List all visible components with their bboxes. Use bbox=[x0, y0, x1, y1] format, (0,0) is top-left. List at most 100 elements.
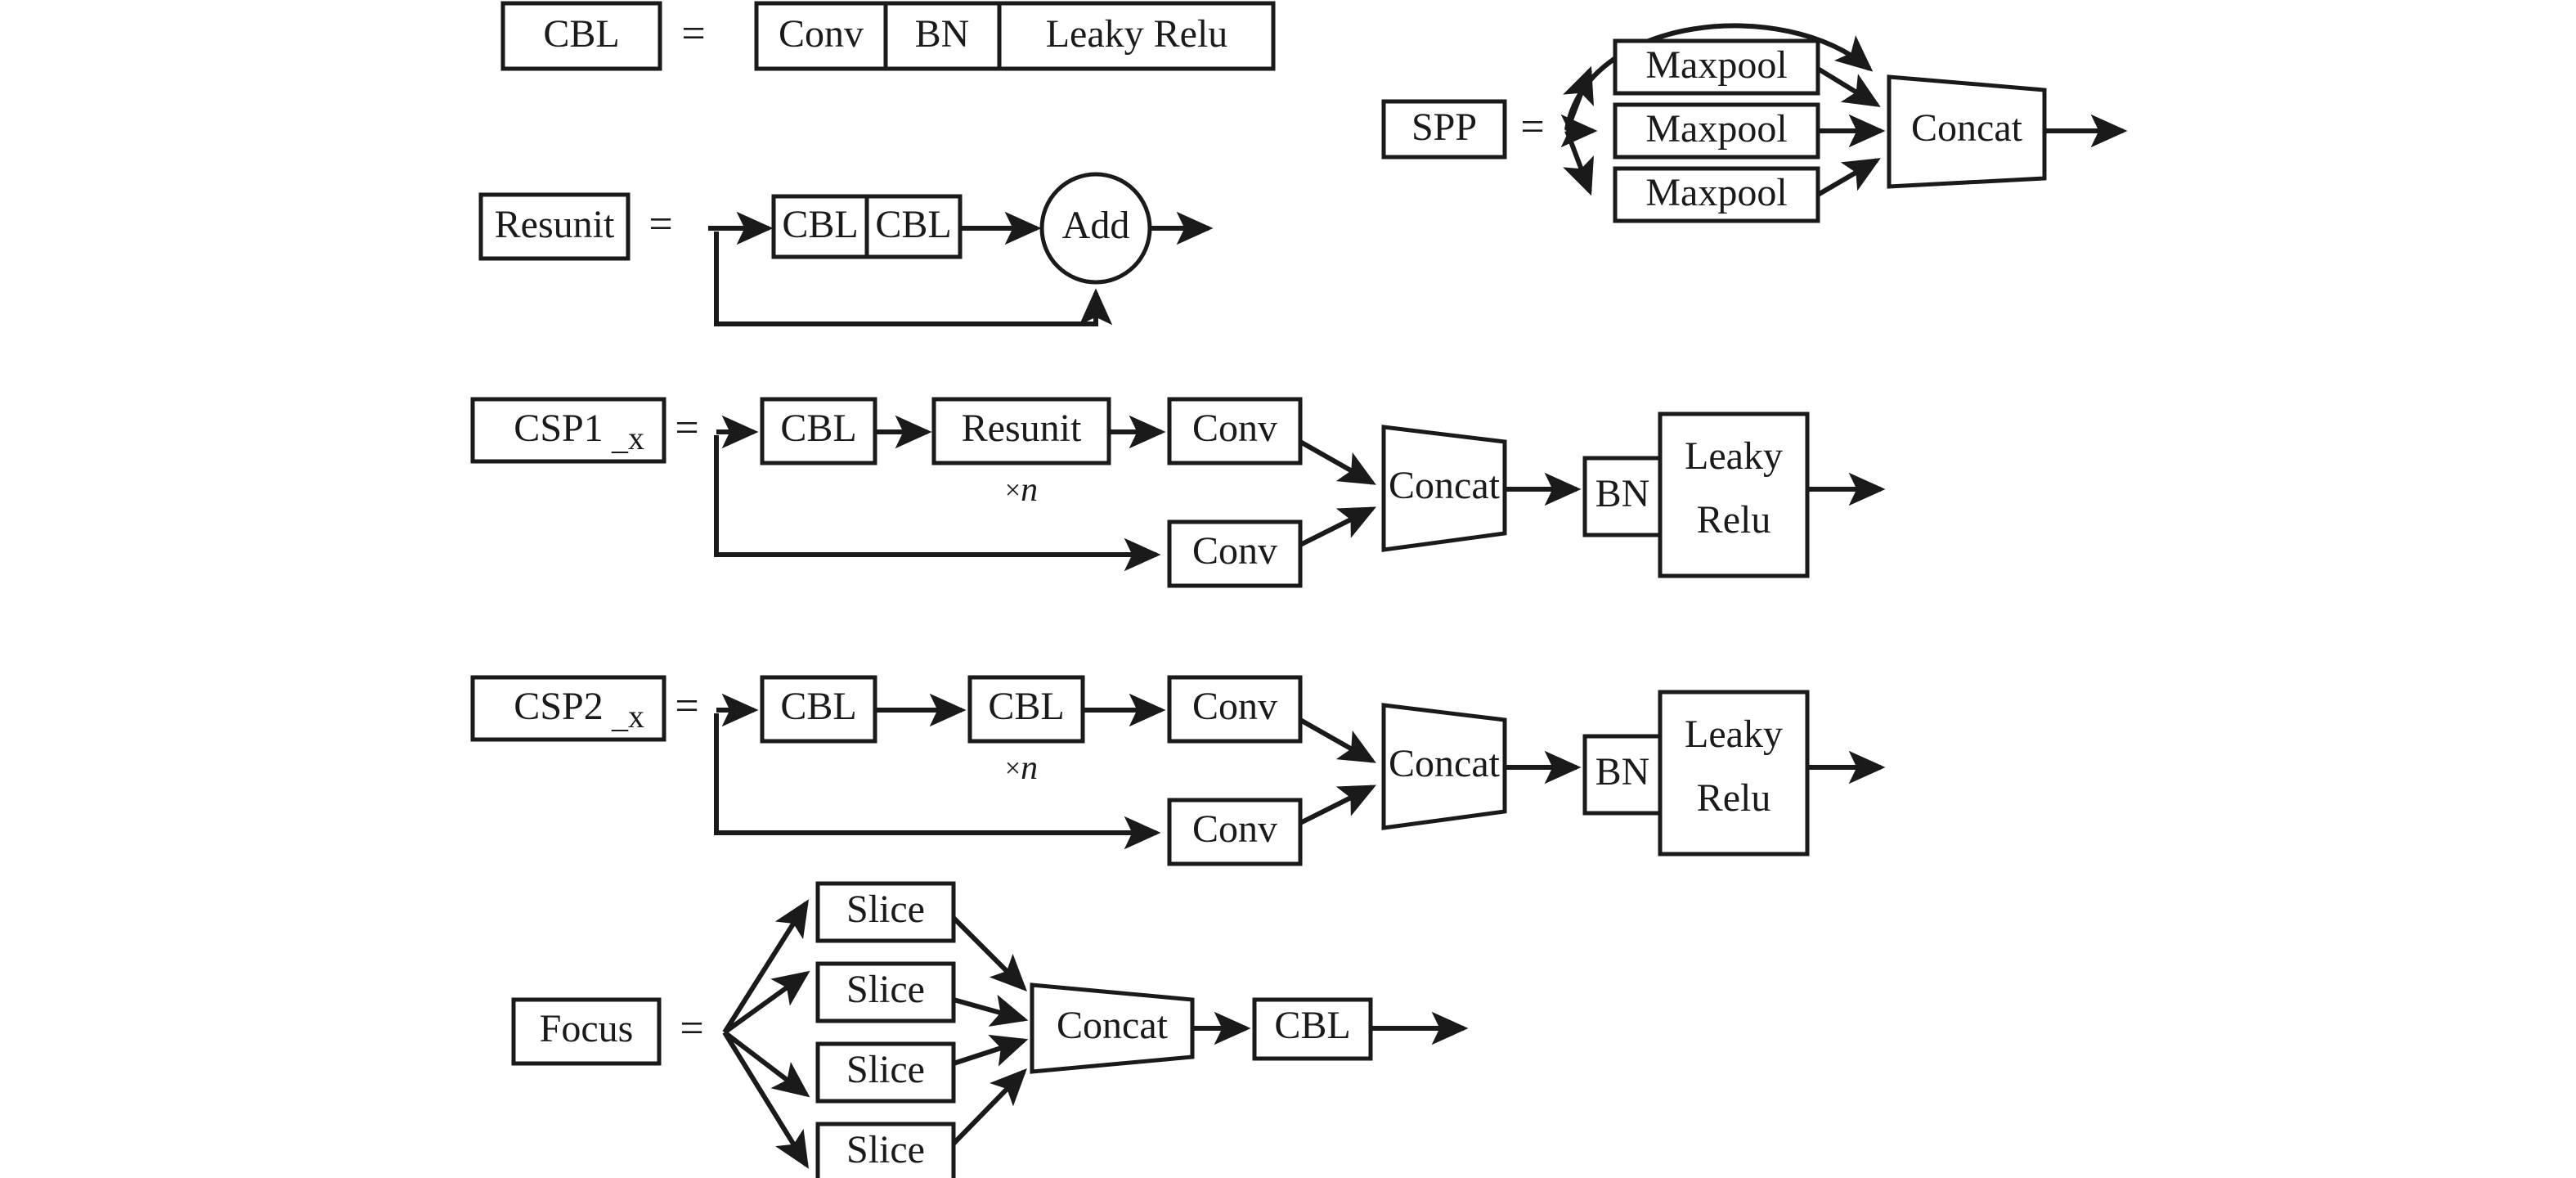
node-focus-slice-3-label: Slice bbox=[846, 1048, 925, 1091]
edge-focus-slice-2-to-concat bbox=[953, 994, 1029, 1027]
node-csp1-resunit[interactable] bbox=[931, 397, 1111, 465]
node-csp2-conv-bottom[interactable] bbox=[1167, 798, 1303, 866]
node-focus-definition-label: Focus bbox=[540, 1007, 634, 1050]
equals-sign-spp: = bbox=[1520, 104, 1544, 151]
node-focus-cbl-label: CBL bbox=[1274, 1004, 1350, 1047]
node-csp2-repeat-symbol: × bbox=[1005, 753, 1021, 784]
node-focus-concat[interactable] bbox=[1030, 982, 1195, 1074]
node-csp1-conv-top[interactable] bbox=[1167, 397, 1303, 465]
node-focus-slice-3[interactable] bbox=[815, 1041, 956, 1104]
node-spp-maxpool-3[interactable] bbox=[1613, 166, 1820, 223]
edge-focus-slice-4-to-concat bbox=[951, 1068, 1027, 1146]
equals-sign-focus: = bbox=[680, 1005, 703, 1052]
node-csp2-leaky-relu-label-line1: Leaky bbox=[1685, 713, 1783, 756]
node-csp1-conv-bottom[interactable] bbox=[1167, 519, 1303, 588]
node-csp1-bn-label: BN bbox=[1595, 472, 1650, 515]
node-csp2-repeat-label: ×n bbox=[1005, 749, 1038, 787]
edge-focus-slice-3-to-concat bbox=[953, 1034, 1029, 1067]
node-focus-slice-1-label: Slice bbox=[846, 888, 925, 931]
node-csp1-conv-bottom-label: Conv bbox=[1192, 529, 1277, 573]
row-csp2: CSP2 _x = CBL CBL ×n Conv Conv Concat BN… bbox=[470, 675, 1886, 866]
node-focus-slice-1[interactable] bbox=[815, 881, 956, 943]
node-csp2-leaky-relu[interactable] bbox=[1658, 690, 1810, 857]
edge-maxpool-1-to-concat bbox=[1816, 66, 1881, 107]
node-focus-slice-2-label: Slice bbox=[846, 968, 925, 1011]
node-spp-definition[interactable] bbox=[1381, 99, 1507, 160]
node-csp2-definition[interactable] bbox=[470, 675, 666, 742]
node-csp1-leaky-relu-label-line2: Relu bbox=[1697, 498, 1771, 542]
node-csp1-definition-subscript: _x bbox=[611, 420, 644, 456]
node-spp-maxpool-1[interactable] bbox=[1613, 38, 1820, 96]
node-conv-label: Conv bbox=[779, 12, 864, 56]
node-resunit-definition-label: Resunit bbox=[495, 203, 615, 246]
node-csp2-conv-bottom-label: Conv bbox=[1192, 807, 1277, 851]
node-csp1-leaky-relu-label-line1: Leaky bbox=[1685, 434, 1783, 478]
node-csp2-conv-top-label: Conv bbox=[1192, 685, 1277, 728]
node-cbl-definition[interactable] bbox=[500, 1, 662, 71]
node-csp2-definition-subscript: _x bbox=[611, 698, 644, 735]
node-csp1-concat-label: Concat bbox=[1389, 464, 1501, 507]
node-spp-maxpool-2-label: Maxpool bbox=[1645, 107, 1787, 151]
node-csp2-conv-top[interactable] bbox=[1167, 675, 1303, 744]
edge-csp1-bypass bbox=[714, 435, 1161, 572]
node-spp-concat[interactable] bbox=[1887, 74, 2047, 189]
node-leaky-relu-label: Leaky Relu bbox=[1046, 12, 1228, 56]
node-bn-label: BN bbox=[915, 12, 970, 56]
node-spp-maxpool-3-label: Maxpool bbox=[1645, 171, 1787, 214]
node-csp2-concat-label: Concat bbox=[1389, 742, 1501, 785]
node-csp1-bn[interactable] bbox=[1582, 456, 1663, 537]
edge-csp2-conv-bottom-to-concat bbox=[1299, 785, 1377, 825]
equals-sign-csp1: = bbox=[675, 405, 698, 452]
equals-sign-csp2: = bbox=[675, 683, 698, 730]
node-resunit-definition[interactable] bbox=[478, 192, 631, 261]
node-csp1-leaky-relu[interactable] bbox=[1658, 411, 1810, 578]
row-resunit: Resunit = CBL CBL Add bbox=[478, 172, 1214, 326]
equals-sign-resunit: = bbox=[648, 201, 672, 248]
node-csp1-cbl-label: CBL bbox=[780, 407, 856, 450]
node-resunit-cbl-2-label: CBL bbox=[875, 203, 951, 246]
node-focus-cbl[interactable] bbox=[1252, 997, 1373, 1061]
edge-maxpool-3-to-concat bbox=[1816, 158, 1881, 197]
edge-csp1-conv-top-to-concat bbox=[1299, 439, 1376, 485]
edge-focus-split-to-slice-2 bbox=[723, 970, 810, 1035]
edge-focus-split-to-slice-3 bbox=[723, 1030, 810, 1098]
edge-spp-split-to-maxpool-3 bbox=[1563, 129, 1595, 196]
node-cbl-definition-label: CBL bbox=[543, 12, 619, 56]
node-csp2-cbl-2[interactable] bbox=[967, 675, 1085, 744]
node-csp2-definition-label: CSP2 bbox=[514, 685, 603, 728]
node-csp2-cbl-2-label: CBL bbox=[988, 685, 1064, 728]
node-focus-concat-label: Concat bbox=[1057, 1004, 1169, 1047]
node-csp1-conv-top-label: Conv bbox=[1192, 407, 1277, 450]
equals-sign-cbl: = bbox=[681, 11, 705, 57]
node-cbl-expansion-group[interactable] bbox=[754, 1, 1276, 71]
node-focus-slice-4[interactable] bbox=[815, 1122, 956, 1178]
row-spp: SPP = Maxpool Maxpool Maxpool Concat bbox=[1381, 23, 2128, 223]
node-csp2-leaky-relu-label-line2: Relu bbox=[1697, 776, 1771, 820]
node-csp2-cbl-1-label: CBL bbox=[780, 685, 856, 728]
node-focus-slice-2[interactable] bbox=[815, 961, 956, 1023]
row-csp1: CSP1 _x = CBL Resunit ×n Conv Conv Conca… bbox=[470, 397, 1886, 588]
node-csp2-concat[interactable] bbox=[1381, 703, 1507, 830]
edge-csp1-conv-bottom-to-concat bbox=[1299, 506, 1377, 547]
node-csp1-cbl[interactable] bbox=[760, 397, 877, 465]
node-csp1-resunit-label: Resunit bbox=[962, 407, 1082, 450]
row-focus: Focus = Slice Slice Slice Slice Concat C… bbox=[511, 881, 1469, 1178]
node-focus-slice-4-label: Slice bbox=[846, 1128, 925, 1171]
node-csp2-repeat-count: n bbox=[1021, 749, 1038, 787]
edge-focus-slice-1-to-concat bbox=[951, 915, 1027, 991]
edge-focus-split-to-slice-4 bbox=[722, 1031, 809, 1169]
edge-csp2-conv-top-to-concat bbox=[1299, 717, 1376, 763]
node-csp1-definition-label: CSP1 bbox=[514, 407, 603, 450]
node-csp2-bn-label: BN bbox=[1595, 750, 1650, 794]
node-csp1-concat[interactable] bbox=[1381, 425, 1507, 552]
node-resunit-cbl-1-label: CBL bbox=[782, 203, 858, 246]
node-spp-maxpool-1-label: Maxpool bbox=[1645, 43, 1787, 87]
node-focus-definition[interactable] bbox=[511, 997, 662, 1066]
node-csp1-definition[interactable] bbox=[470, 397, 666, 464]
node-spp-definition-label: SPP bbox=[1411, 106, 1477, 149]
node-csp2-bn[interactable] bbox=[1582, 734, 1663, 816]
node-csp1-repeat-label: ×n bbox=[1005, 471, 1038, 509]
